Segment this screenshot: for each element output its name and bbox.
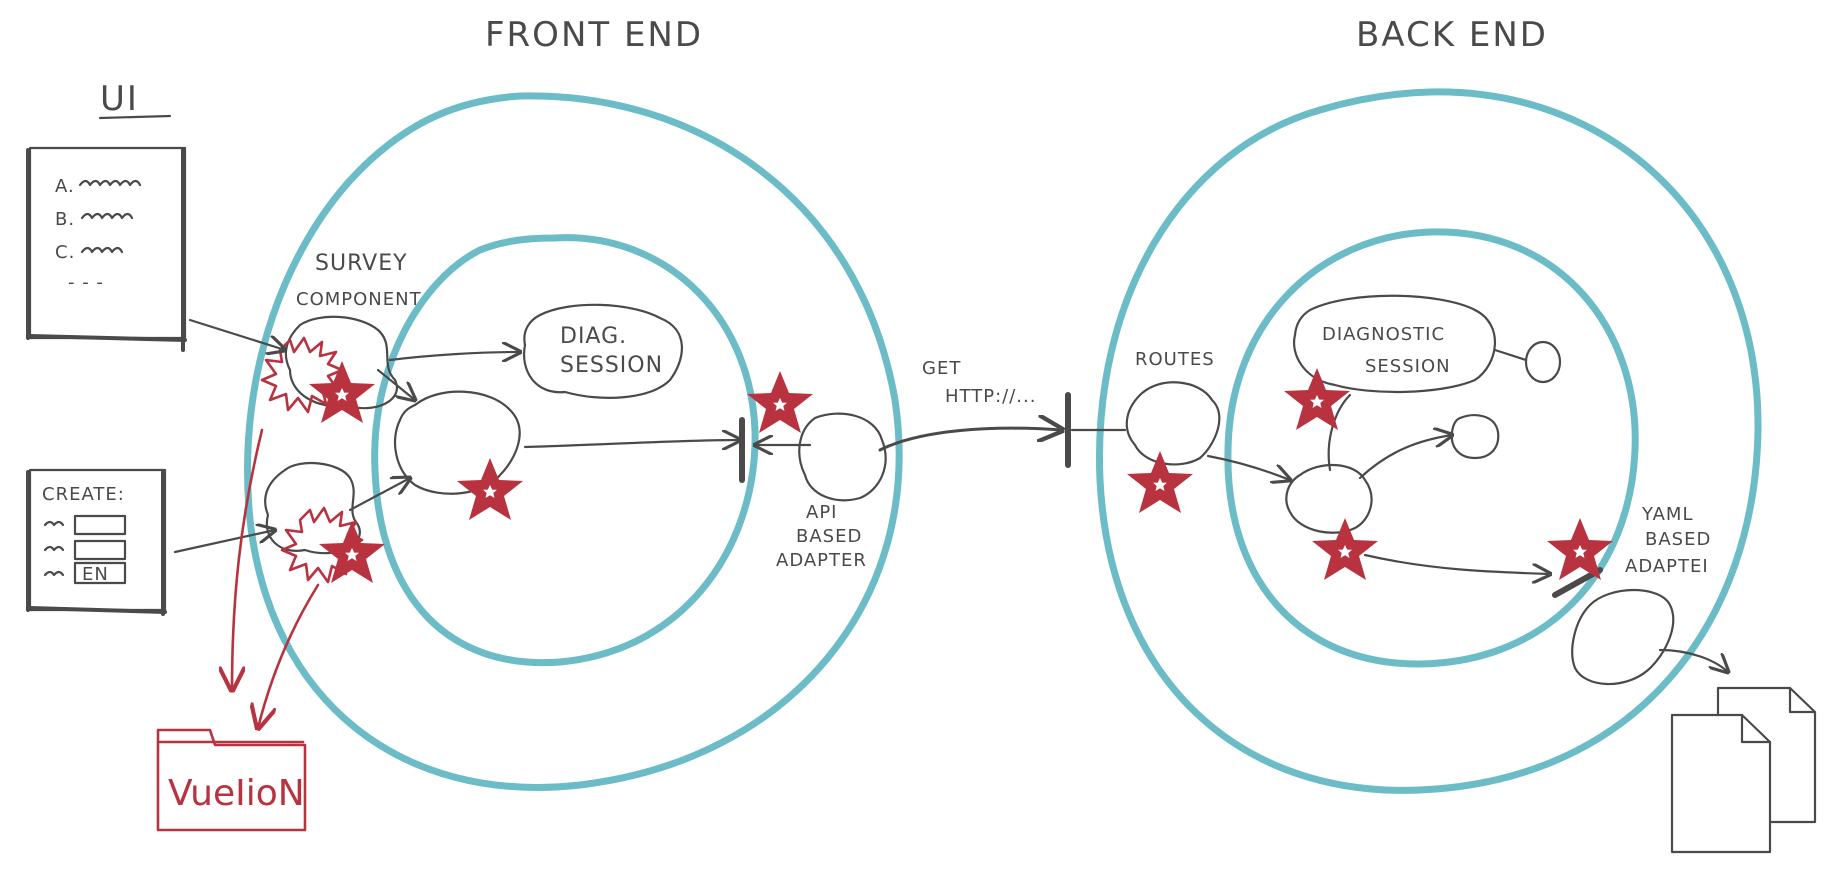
- frontend-hexagon: [244, 92, 903, 791]
- port-star-frontend-service: [457, 458, 523, 520]
- port-star-backend-service: [1312, 518, 1378, 580]
- svg-text:ADAPTEI: ADAPTEI: [1625, 556, 1709, 577]
- backend-small-node: [1450, 414, 1500, 460]
- create-form-sheet: CREATE: EN: [26, 468, 167, 616]
- yaml-files-icon: [1670, 686, 1817, 854]
- svg-text:COMPONENT: COMPONENT: [296, 289, 422, 310]
- svg-text:HTTP://...: HTTP://...: [945, 386, 1036, 407]
- routes-node: ROUTES: [1125, 349, 1221, 466]
- port-star-yaml-adapter: [1547, 518, 1613, 580]
- create-label: CREATE:: [42, 484, 125, 505]
- yaml-adapter-node: YAML BASED ADAPTEI: [1552, 504, 1711, 686]
- svg-text:YAML: YAML: [1641, 504, 1693, 525]
- frontend-outer-ring: [244, 92, 903, 791]
- ui-title: UI: [100, 79, 139, 119]
- vuetion-library: VueIioN: [156, 428, 320, 832]
- svg-text:API: API: [806, 502, 837, 523]
- svg-text:ROUTES: ROUTES: [1135, 349, 1215, 370]
- port-star-survey: [309, 361, 375, 423]
- svg-text:DIAG.: DIAG.: [560, 324, 627, 349]
- backend-service-node: [1285, 463, 1373, 534]
- svg-text:SURVEY: SURVEY: [315, 251, 408, 276]
- svg-text:GET: GET: [922, 358, 961, 379]
- svg-text:BASED: BASED: [796, 526, 862, 547]
- diag-session-node: DIAG. SESSION: [522, 303, 683, 399]
- survey-form-sheet: A. B. C. - - -: [26, 146, 187, 352]
- survey-component-blob: [260, 315, 398, 414]
- backend-hexagon: [1095, 88, 1762, 794]
- frontend-title: FRONT END: [485, 15, 703, 55]
- api-adapter-node: API BASED ADAPTER: [776, 412, 887, 571]
- vuetion-label: VueIioN: [168, 773, 305, 814]
- http-connection: GET HTTP://...: [878, 358, 1127, 468]
- survey-line-b: B.: [55, 209, 75, 230]
- survey-line-c: C.: [55, 242, 75, 263]
- en-tag: EN: [82, 564, 109, 585]
- backend-outer-ring: [1095, 88, 1762, 794]
- survey-line-more: - - -: [68, 272, 104, 293]
- backend-title: BACK END: [1356, 15, 1548, 55]
- port-star-diagnostic-session: [1284, 368, 1350, 430]
- frontend-inner-ring: [371, 234, 759, 667]
- svg-text:DIAGNOSTIC: DIAGNOSTIC: [1322, 324, 1445, 345]
- svg-text:SESSION: SESSION: [1365, 356, 1451, 377]
- survey-component-label: SURVEY COMPONENT: [296, 251, 422, 310]
- diagnostic-session-node: DIAGNOSTIC SESSION: [1292, 294, 1562, 394]
- backend-inner-ring: [1224, 228, 1639, 668]
- svg-text:ADAPTER: ADAPTER: [776, 550, 867, 571]
- ui-panel: UI A. B. C. - - - CREATE:: [26, 79, 187, 616]
- svg-text:SESSION: SESSION: [560, 353, 663, 378]
- svg-text:BASED: BASED: [1645, 529, 1711, 550]
- survey-line-a: A.: [55, 176, 75, 197]
- frontend-service-node: [393, 390, 521, 495]
- port-star-routes: [1127, 451, 1193, 513]
